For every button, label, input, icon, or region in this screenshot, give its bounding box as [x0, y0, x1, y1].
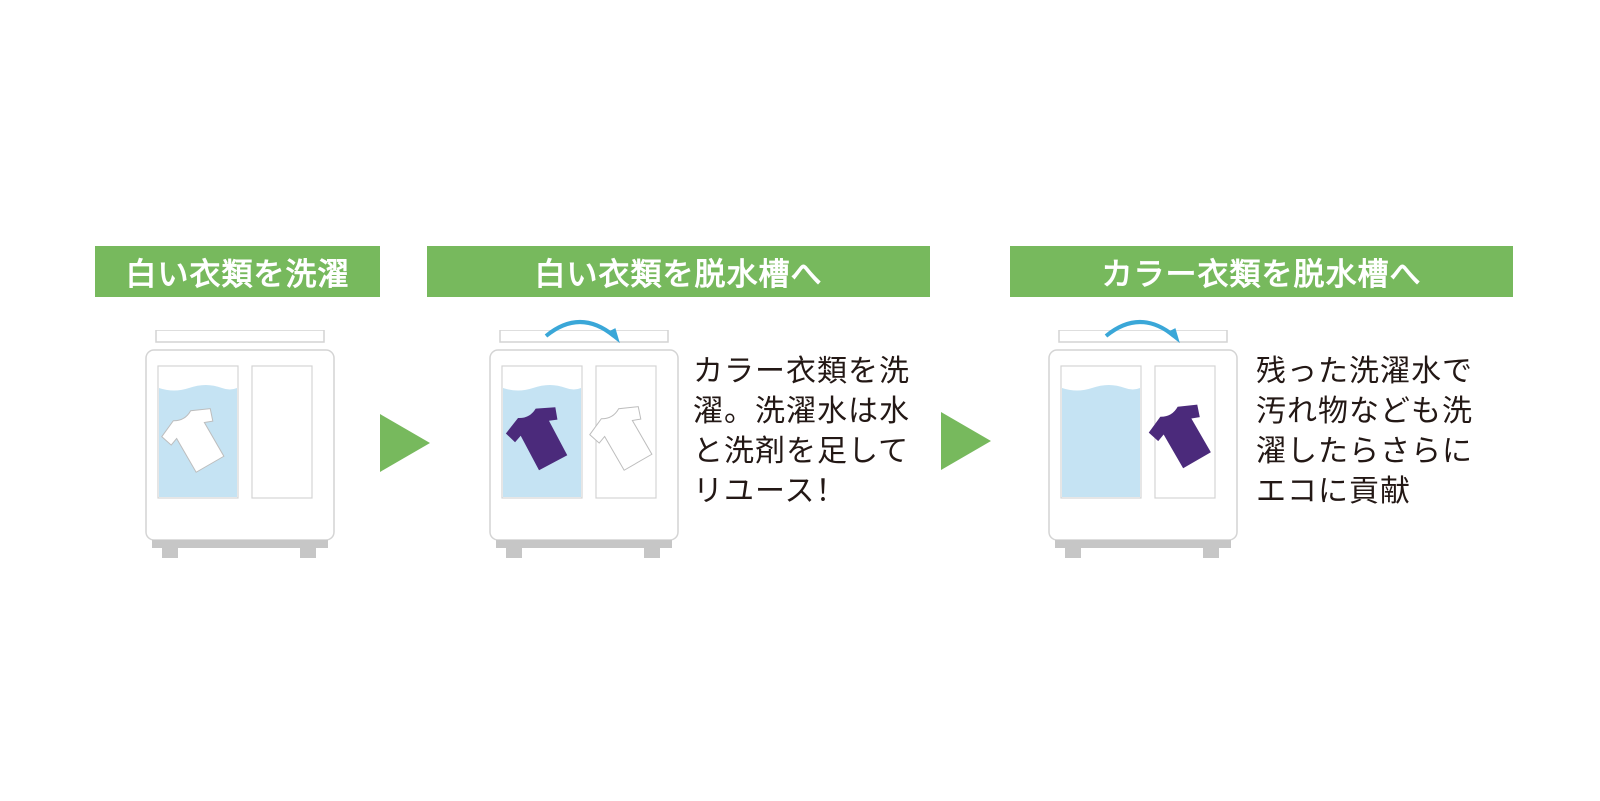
step-arrow-1 [377, 412, 433, 474]
step-2-description: カラー衣類を洗 濯。洗濯水は水 と洗剤を足して リユース！ [693, 352, 910, 512]
description-line: と洗剤を足して [693, 434, 910, 469]
triangle-right-icon [941, 412, 991, 470]
washer-step-1 [144, 330, 336, 562]
description-line: リユース！ [693, 474, 847, 509]
step-3-label: カラー衣類を脱水槽へ [1010, 246, 1513, 297]
curved-arrow-icon [1104, 320, 1180, 344]
washer-step-2 [488, 330, 680, 562]
triangle-right-icon [380, 414, 430, 472]
description-line: 汚れ物なども洗 [1256, 394, 1473, 429]
spin-tub [251, 365, 313, 499]
step-2-label: 白い衣類を脱水槽へ [427, 246, 930, 297]
step-1-label-text: 白い衣類を洗濯 [125, 257, 350, 293]
description-line: 濯したらさらに [1256, 434, 1473, 469]
t-shirt-icon [505, 407, 568, 471]
description-line: 残った洗濯水で [1256, 354, 1473, 389]
description-line: エコに貢献 [1256, 474, 1411, 509]
step-3-description: 残った洗濯水で 汚れ物なども洗 濯したらさらに エコに貢献 [1256, 352, 1473, 512]
washer-step-3 [1047, 330, 1239, 562]
t-shirt-icon [589, 406, 653, 471]
step-1-label: 白い衣類を洗濯 [95, 246, 380, 297]
description-line: カラー衣類を洗 [693, 354, 910, 389]
step-2-label-text: 白い衣類を脱水槽へ [534, 257, 823, 293]
t-shirt-icon [1148, 404, 1211, 469]
step-arrow-2 [938, 410, 994, 472]
step-3-label-text: カラー衣類を脱水槽へ [1101, 257, 1422, 293]
description-line: 濯。洗濯水は水 [693, 394, 910, 429]
curved-arrow-icon [544, 320, 620, 344]
t-shirt-icon [161, 408, 225, 473]
